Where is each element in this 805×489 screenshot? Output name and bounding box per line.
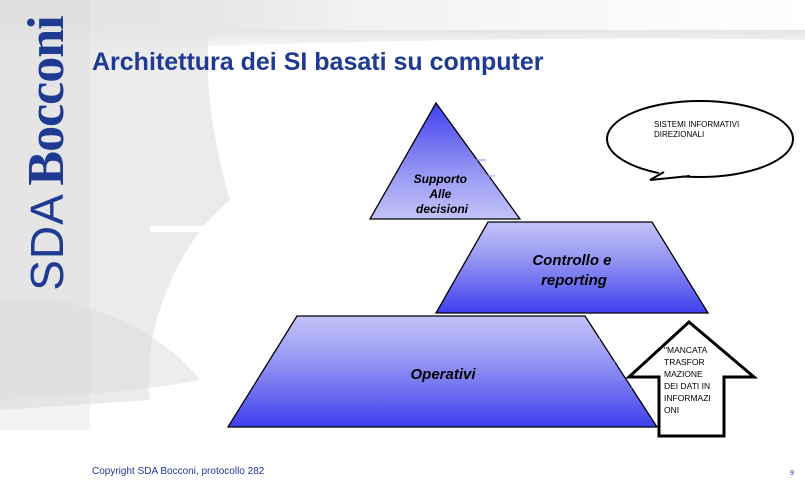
page-number: 9 xyxy=(790,470,794,477)
middle-level-trapezoid xyxy=(434,221,710,314)
top-level-label: Supporto Alle decisioni xyxy=(414,172,471,216)
up-arrow-icon: "MANCATA TRASFOR MAZIONE DEI DATI IN INF… xyxy=(625,320,759,438)
middle-level-label: Controllo e reporting xyxy=(532,252,615,289)
slide-title: Architettura dei SI basati su computer xyxy=(92,48,544,76)
bottom-level-label: Operativi xyxy=(410,366,476,383)
bottom-level-trapezoid xyxy=(226,315,659,428)
speech-bubble-callout: SISTEMI INFORMATIVI DIREZIONALI xyxy=(606,97,795,181)
callout-text: SISTEMI INFORMATIVI DIREZIONALI xyxy=(654,120,741,139)
top-level-triangle xyxy=(368,101,522,220)
footer-copyright: Copyright SDA Bocconi, protocollo 282 xyxy=(92,466,265,477)
level-gap xyxy=(150,226,670,232)
arrow-note-text: "MANCATA TRASFOR MAZIONE DEI DATI IN INF… xyxy=(664,345,713,415)
